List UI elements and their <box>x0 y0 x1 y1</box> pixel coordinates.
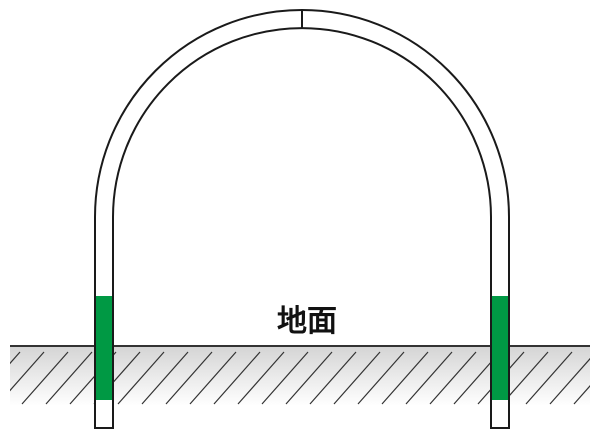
hatch-line <box>525 351 573 405</box>
hatch-line <box>405 351 453 405</box>
hatch-line <box>429 351 477 405</box>
left-marker-band <box>96 296 112 400</box>
hatch-line <box>189 351 237 405</box>
hatch-line <box>285 351 333 405</box>
hatch-line <box>117 351 165 405</box>
hatch-line <box>237 351 285 405</box>
ground-hatching <box>10 351 590 405</box>
pipe-body <box>94 9 510 429</box>
hatch-line <box>261 351 309 405</box>
hatch-line <box>309 351 357 405</box>
ground-label: 地面 <box>277 304 337 339</box>
hatch-line <box>10 351 21 365</box>
hatch-line <box>10 351 45 392</box>
hatch-line <box>45 351 93 405</box>
hatch-line <box>165 351 213 405</box>
hatch-line <box>141 351 189 405</box>
arch-pipe <box>94 9 510 429</box>
hatch-line <box>213 351 261 405</box>
hatch-line <box>549 357 590 405</box>
hatch-line <box>573 385 590 405</box>
right-marker-band <box>492 296 508 400</box>
hatch-line <box>381 351 429 405</box>
hatch-line <box>357 351 405 405</box>
hatch-line <box>21 351 69 405</box>
hatch-line <box>333 351 381 405</box>
